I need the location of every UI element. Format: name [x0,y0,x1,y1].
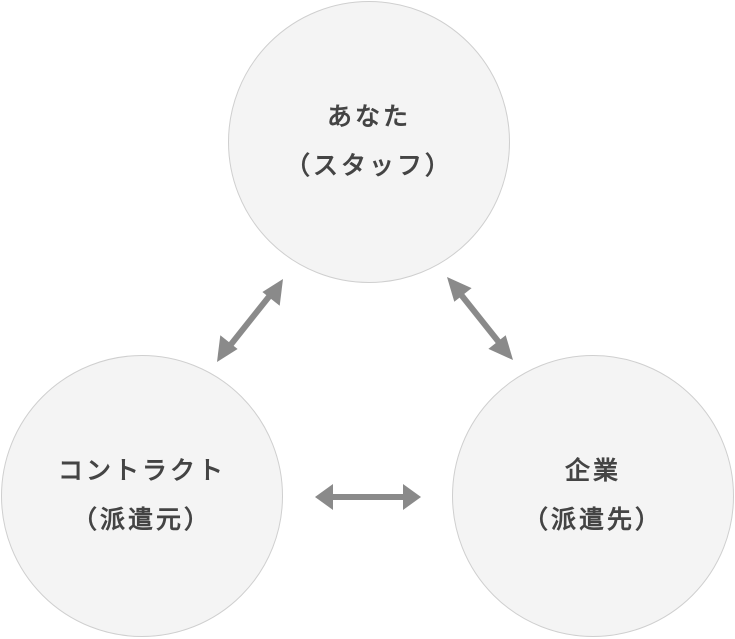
node-you-title: あなた [326,102,411,132]
node-you-staff: あなた （スタッフ） [228,1,510,283]
double-arrow-top-right [447,277,513,360]
double-arrow-bottom [315,484,421,510]
node-contract-subtitle: （派遣元） [71,505,212,534]
node-contract-title: コントラクト [57,456,226,486]
double-arrow-top-left [217,279,283,362]
node-company-client: 企業 （派遣先） [452,355,734,637]
node-company-title: 企業 [564,456,621,486]
node-contract-dispatcher: コントラクト （派遣元） [1,355,283,637]
node-company-subtitle: （派遣先） [522,505,663,534]
node-you-subtitle: （スタッフ） [284,151,453,180]
